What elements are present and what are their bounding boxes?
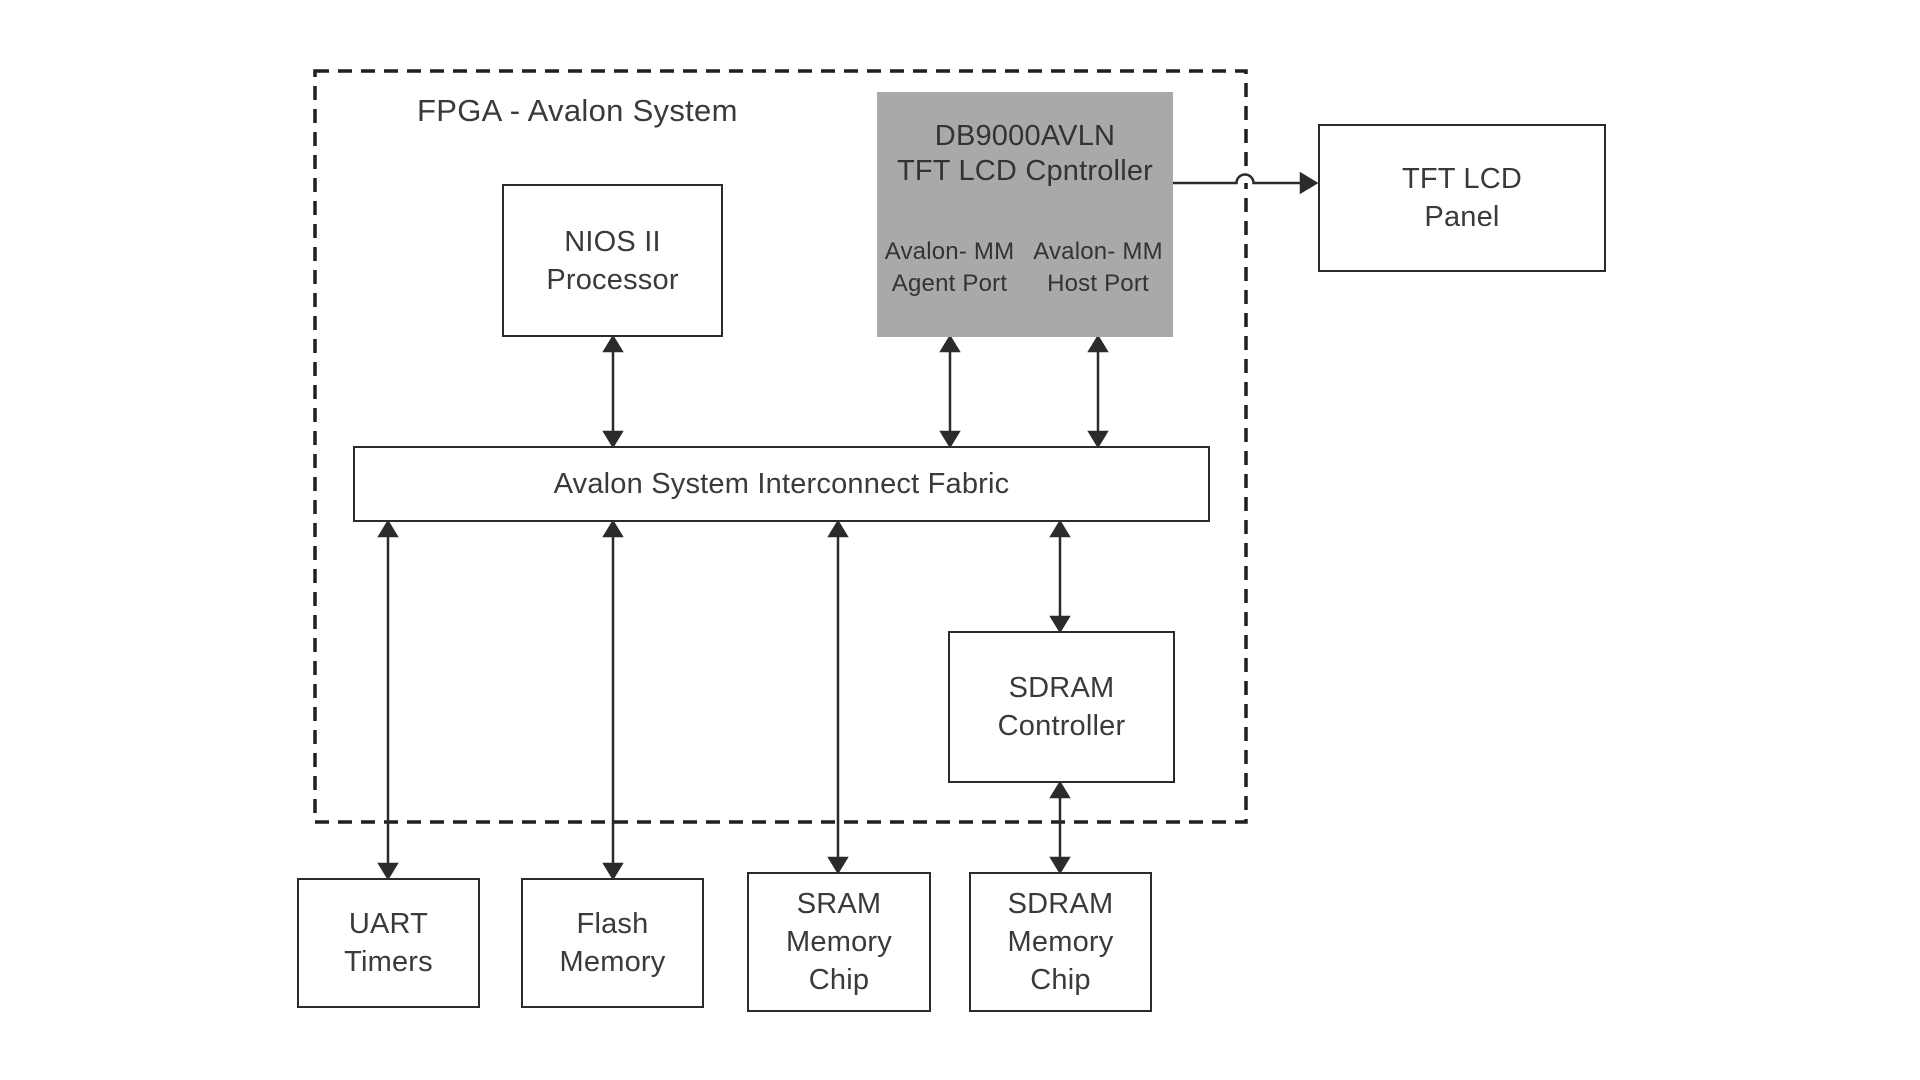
lcd-controller-title-line1: DB9000AVLN (934, 120, 1116, 152)
tft-lcd-panel-label-line2: Panel (1424, 201, 1500, 233)
tft-lcd-panel-label-line1: TFT LCD (1401, 163, 1523, 195)
arrow-sdram-controller-chip (1049, 780, 1071, 875)
fpga-boundary-dashed-border (313, 69, 1248, 824)
arrow-host-port-fabric (1087, 334, 1109, 449)
interconnect-fabric-label: Avalon System Interconnect Fabric (553, 468, 1010, 500)
sdram-memory-chip-label-line1: SDRAM (1007, 888, 1114, 920)
avalon-mm-agent-port-label: Avalon- MM Agent Port (877, 236, 1022, 300)
arrow-agent-port-fabric (939, 334, 961, 449)
fpga-system-title: FPGA - Avalon System (417, 93, 738, 128)
flash-memory-label-line2: Memory (559, 946, 666, 978)
avalon-mm-host-port-label: Avalon- MM Host Port (1023, 236, 1173, 300)
arrow-controller-panel (1173, 171, 1319, 195)
sram-memory-chip-label-line2: Memory (786, 926, 892, 958)
lcd-controller-box: DB9000AVLN TFT LCD Cpntroller Avalon- MM… (877, 92, 1173, 337)
uart-timers-label-line1: UART (348, 908, 429, 940)
sram-memory-chip-label-line3: Chip (808, 964, 870, 996)
sram-memory-chip-label-line1: SRAM (796, 888, 882, 920)
nios-processor-label-line1: NIOS II (564, 225, 661, 258)
uart-timers-box: UART Timers (297, 878, 480, 1008)
uart-timers-label-line2: Timers (344, 946, 433, 978)
flash-memory-box: Flash Memory (521, 878, 704, 1008)
host-port-line2: Host Port (1047, 270, 1149, 297)
sdram-memory-chip-box: SDRAM Memory Chip (969, 872, 1152, 1012)
sdram-controller-box: SDRAM Controller (948, 631, 1175, 783)
interconnect-fabric-box: Avalon System Interconnect Fabric (353, 446, 1210, 522)
sdram-controller-label-line2: Controller (997, 710, 1126, 742)
lcd-controller-title-line2: TFT LCD Cpntroller (896, 155, 1154, 187)
host-port-line1: Avalon- MM (1033, 238, 1163, 265)
nios-processor-label-line2: Processor (546, 263, 679, 296)
lcd-controller-title: DB9000AVLN TFT LCD Cpntroller (877, 119, 1173, 189)
arrow-fabric-sdram-controller (1049, 519, 1071, 634)
arrow-fabric-flash (602, 519, 624, 881)
tft-lcd-panel-box: TFT LCD Panel (1318, 124, 1606, 272)
arrow-fabric-sram (827, 519, 849, 875)
agent-port-line2: Agent Port (891, 270, 1008, 297)
arrow-fabric-uart (377, 519, 399, 881)
sram-memory-chip-box: SRAM Memory Chip (747, 872, 931, 1012)
nios-processor-box: NIOS II Processor (502, 184, 723, 337)
sdram-controller-label-line1: SDRAM (1008, 672, 1115, 704)
sdram-memory-chip-label-line3: Chip (1030, 964, 1091, 996)
flash-memory-label-line1: Flash (576, 908, 649, 940)
agent-port-line1: Avalon- MM (884, 238, 1015, 265)
sdram-memory-chip-label-line2: Memory (1007, 926, 1114, 958)
arrow-nios-fabric (602, 334, 624, 449)
